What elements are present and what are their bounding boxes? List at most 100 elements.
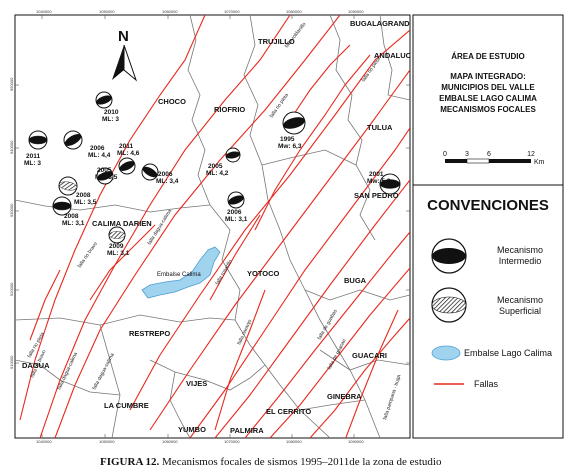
legend-panel — [412, 14, 564, 439]
place-label: YUMBO — [178, 425, 206, 434]
mechanism-magnitude: ML: 3 — [102, 116, 119, 123]
panel-title-line: MUNICIPIOS DEL VALLE — [441, 83, 535, 92]
mechanism-magnitude: ML: 3,5 — [95, 174, 118, 181]
place-names: TRUJILLO BUGALAGRANDE ANDALUCIA CHOCO RI… — [22, 19, 419, 435]
legend-label: Mecanismo — [497, 295, 543, 305]
scale-tick-label: 6 — [487, 151, 491, 158]
mechanism-year: 2006 — [227, 209, 242, 216]
mechanism-magnitude: ML: 4,4 — [88, 152, 111, 159]
study-area-title: ÁREA DE ESTUDIO MAPA INTEGRADO: MUNICIPI… — [439, 52, 537, 114]
place-label: PALMIRA — [230, 426, 264, 435]
coord-top-label: 1060000 — [162, 9, 178, 14]
place-label: ANDALUCIA — [374, 51, 419, 60]
coords-bottom: 1040000 1050000 1060000 1070000 1080000 … — [36, 439, 364, 444]
coordinate-ticks — [15, 15, 410, 438]
mechanism-magnitude: ML: 3,1 — [225, 216, 248, 223]
place-label: CALIMA DARIEN — [92, 219, 152, 228]
scale-bar: 0 3 6 12 Km — [443, 151, 545, 166]
legend-item-reservoir: Embalse Lago Calima — [431, 345, 552, 361]
legend-item-fault: Fallas — [434, 379, 499, 389]
coord-top-label: 1040000 — [36, 9, 52, 14]
place-label: RIOFRIO — [214, 105, 245, 114]
legend-label: Intermedio — [499, 256, 542, 266]
legend-label: Mecanismo — [497, 245, 543, 255]
mechanism-magnitude: ML: 3,1 — [62, 220, 85, 227]
legend-item-superficial: Mecanismo Superficial — [431, 287, 543, 323]
reservoir-label: Embalse Calima — [157, 272, 201, 278]
panel-title-line: EMBALSE LAGO CALIMA — [439, 94, 537, 103]
mechanism-year: 1995 — [280, 136, 295, 143]
coord-bottom-label: 1060000 — [162, 439, 178, 444]
panel-title-line: MECANISMOS FOCALES — [440, 105, 536, 114]
north-arrow-icon: N — [112, 28, 138, 82]
conventions-title: CONVENCIONES — [427, 197, 549, 214]
municipal-borders — [15, 15, 410, 438]
coords-top: 1040000 1050000 1060000 1070000 1080000 … — [36, 9, 364, 14]
mechanism-magnitude: ML: 3,5 — [74, 199, 97, 206]
scale-tick-label: 3 — [465, 151, 469, 158]
place-label: BUGA — [344, 276, 367, 285]
coord-left-label: 910000 — [9, 355, 14, 369]
north-letter: N — [118, 28, 129, 45]
legend-item-intermedio: Mecanismo Intermedio — [431, 238, 543, 274]
coord-left-label: 930000 — [9, 203, 14, 217]
mechanism-year: 2006 — [90, 145, 105, 152]
mechanism-year: 2009 — [109, 243, 124, 250]
scale-tick-label: 0 — [443, 151, 447, 158]
place-label: RESTREPO — [129, 329, 170, 338]
place-label: TRUJILLO — [258, 37, 295, 46]
mechanism-magnitude: ML: 3,1 — [107, 250, 130, 257]
place-label: YOTOCO — [247, 269, 280, 278]
coord-top-label: 1070000 — [224, 9, 240, 14]
coord-bottom-label: 1040000 — [36, 439, 52, 444]
coord-bottom-label: 1090000 — [348, 439, 364, 444]
coord-top-label: 1080000 — [286, 9, 302, 14]
coord-bottom-label: 1070000 — [224, 439, 240, 444]
mechanism-year: 2001 — [369, 171, 384, 178]
legend-label: Superficial — [499, 306, 541, 316]
place-label: VIJES — [186, 379, 207, 388]
scale-tick-label: 12 — [527, 151, 535, 158]
mechanism-year: 2008 — [64, 213, 79, 220]
mechanism-magnitude: Mw: 6,3 — [278, 143, 302, 150]
place-label: CHOCO — [158, 97, 186, 106]
coords-left: 950000 940000 930000 920000 910000 — [9, 77, 14, 369]
mechanism-year: 2011 — [26, 153, 40, 160]
place-label: GINEBRA — [327, 392, 362, 401]
mechanism-year: 2005 — [97, 167, 112, 174]
panel-title-line: ÁREA DE ESTUDIO — [451, 52, 525, 61]
panel-title-line: MAPA INTEGRADO: — [450, 72, 526, 81]
mechanism-magnitude: ML: 3 — [24, 160, 41, 167]
coord-bottom-label: 1050000 — [99, 439, 115, 444]
coord-left-label: 950000 — [9, 77, 14, 91]
coord-top-label: 1050000 — [99, 9, 115, 14]
mechanism-year: 2011 — [119, 143, 133, 150]
figure-caption: FIGURA 12. Mecanismos focales de sismos … — [100, 456, 442, 468]
place-label: LA CUMBRE — [104, 401, 149, 410]
mechanism-year: 2008 — [76, 192, 91, 199]
caption-label: FIGURA 12. — [100, 456, 160, 468]
mechanism-magnitude: ML: 4,2 — [206, 170, 229, 177]
coord-top-label: 1090000 — [348, 9, 364, 14]
place-label: BUGALAGRANDE — [350, 19, 415, 28]
place-label: EL CERRITO — [266, 407, 311, 416]
place-label: GUACARI — [352, 351, 387, 360]
legend-label: Fallas — [474, 379, 499, 389]
reservoir-shape — [141, 246, 221, 299]
mechanism-magnitude: ML: 4,6 — [117, 150, 140, 157]
scale-unit: Km — [534, 159, 545, 166]
legend-label: Embalse Lago Calima — [464, 348, 552, 358]
mechanism-magnitude: Mw: 5,9 — [367, 178, 391, 185]
